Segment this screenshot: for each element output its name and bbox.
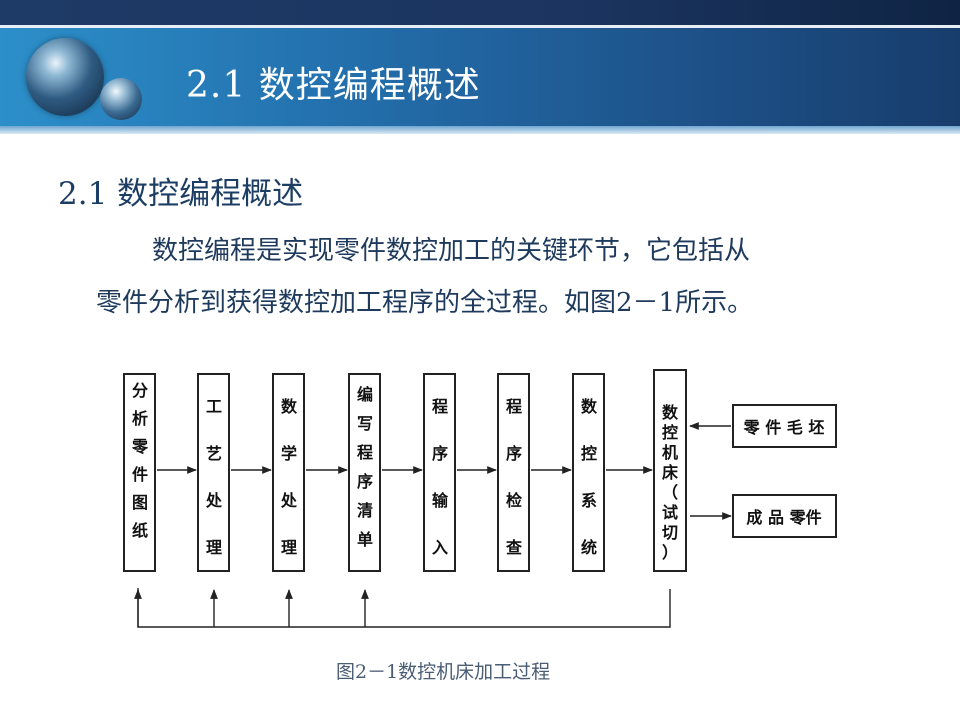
step-label-7: 数控系统 [581,397,598,557]
step-label-5: 程序输入 [432,397,449,557]
paragraph-line-2: 零件分析到获得数控加工程序的全过程。如图2－1所示。 [96,288,754,318]
step-label-6: 程序检查 [506,397,522,557]
step-box-2: 工艺处理 [197,373,230,572]
output-box: 成 品 零件 [732,494,837,538]
decorative-sphere-large [26,38,104,116]
top-divider [0,25,960,28]
section-heading: 2.1 数控编程概述 [58,176,304,212]
decorative-sphere-small [100,78,142,120]
title-banner [0,28,960,126]
step-box-4: 编写程序清单 [348,373,381,572]
banner-bottom-edge [0,126,960,134]
figure-caption: 图2－1数控机床加工过程 [336,661,551,683]
step-label-3: 数学处理 [280,397,298,557]
step-box-7: 数控系统 [572,373,605,572]
step-label-2: 工艺处理 [205,397,223,557]
output-box-label: 成 品 零件 [746,508,821,527]
input-box: 零 件 毛 坯 [732,404,837,448]
input-box-label: 零 件 毛 坯 [743,418,825,437]
top-dark-bar [0,0,960,25]
step-label-4: 编写程序清单 [357,385,373,549]
paragraph-line-1: 数控编程是实现零件数控加工的关键环节，它包括从 [152,236,751,266]
step-box-8: 数控机床（试切） [653,369,687,572]
step-label-1: 分析零件图纸 [131,381,149,540]
step-box-6: 程序检查 [497,373,530,572]
step-box-5: 程序输入 [423,373,456,572]
step-box-1: 分析零件图纸 [123,373,156,572]
step-box-3: 数学处理 [272,373,305,572]
feedback-line [137,588,671,628]
banner-title: 2.1 数控编程概述 [186,65,481,106]
step-label-8: 数控机床（试切） [662,403,679,562]
